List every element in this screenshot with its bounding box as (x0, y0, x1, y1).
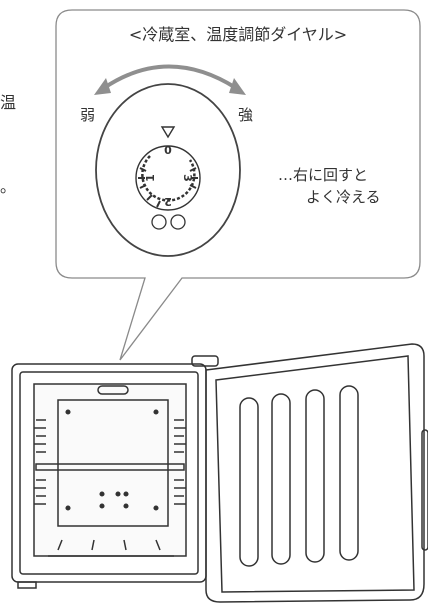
back-screw (65, 409, 71, 415)
bottom-ridges (48, 539, 174, 557)
back-screw (99, 491, 105, 497)
cutoff-char: 温 (0, 93, 16, 112)
dial-indicator-triangle (160, 126, 176, 139)
side-rails-right (174, 419, 186, 505)
cutoff-mark: 。 (0, 177, 16, 196)
back-screw (153, 505, 159, 511)
dial-tick-2: 2 (164, 195, 172, 208)
callout-title: <冷蔵室、温度調節ダイヤル> (129, 25, 347, 44)
fridge-door-inner (215, 355, 415, 593)
back-screw (65, 505, 71, 511)
dial-tick-3: 3 (181, 174, 194, 182)
door-recess (339, 385, 359, 561)
fridge-cabinet-inner-edge (19, 371, 199, 575)
door-recess (239, 397, 259, 567)
fridge-foot-left (17, 581, 37, 589)
refrigerator (11, 343, 428, 603)
dial-tick-1: 1 (144, 174, 157, 182)
door-handle[interactable] (421, 429, 428, 551)
arrow-head-left (94, 78, 111, 95)
back-screw (115, 491, 121, 497)
fridge-door[interactable] (205, 343, 425, 603)
back-screw (99, 503, 105, 509)
note-line-1: …右に回すと (278, 166, 368, 184)
back-screw (123, 503, 129, 509)
fridge-back-panel (57, 399, 169, 527)
dial-screw-left (151, 214, 167, 230)
fridge-shelf (35, 463, 185, 471)
rotation-arrow (102, 64, 238, 90)
dial-knob[interactable] (135, 145, 201, 211)
door-recess (271, 393, 291, 565)
strong-label: 強 (238, 106, 253, 124)
side-rails-left (34, 419, 46, 505)
arrow-head-right (229, 78, 246, 95)
back-screw (153, 409, 159, 415)
door-recess (305, 389, 325, 563)
weak-label: 弱 (80, 106, 95, 124)
note-line-2: よく冷える (306, 188, 381, 206)
fridge-light (97, 385, 129, 395)
dial-scale-arc (141, 155, 196, 202)
back-screw (123, 491, 129, 497)
dial-tick-0: 0 (164, 144, 172, 157)
dial-screw-right (170, 214, 186, 230)
door-hinge (191, 355, 219, 367)
dial-plate (95, 83, 241, 257)
